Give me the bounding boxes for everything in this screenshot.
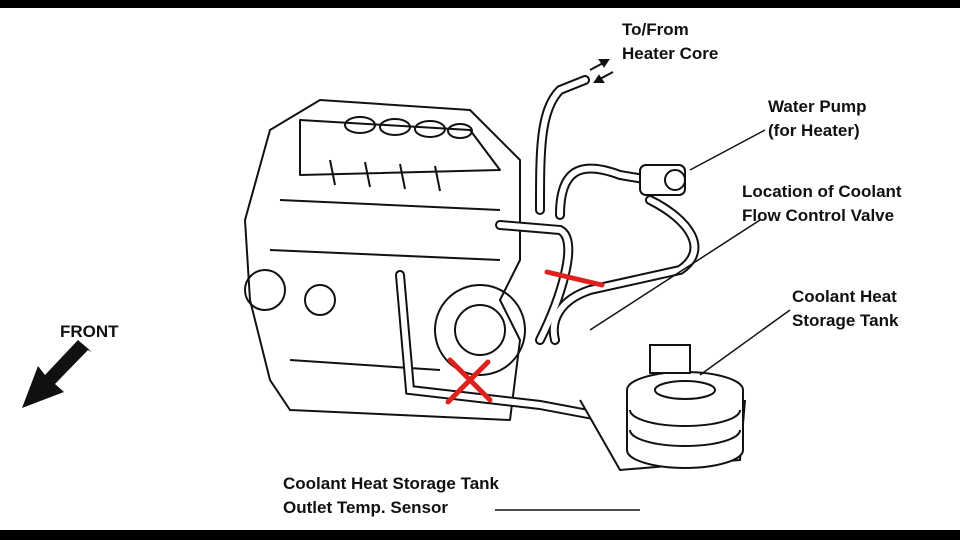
engine-block: [244, 99, 526, 421]
label-line: (for Heater): [768, 121, 860, 140]
diagram-paper: [0, 8, 960, 530]
valve-location-mark: [544, 269, 605, 288]
label-line: Heater Core: [622, 44, 719, 63]
label-line: Location of Coolant: [742, 182, 902, 201]
label-outlet-sensor: Coolant Heat Storage Tank Outlet Temp. S…: [283, 472, 499, 520]
label-line: Water Pump: [768, 97, 867, 116]
x-mark: [445, 357, 493, 405]
label-line: Coolant Heat: [792, 287, 897, 306]
label-heater-core: To/From Heater Core: [622, 18, 718, 66]
label-line: Storage Tank: [792, 311, 899, 330]
label-storage-tank: Coolant Heat Storage Tank: [792, 285, 898, 333]
label-valve-location: Location of Coolant Flow Control Valve: [742, 180, 902, 228]
red-markup: [445, 269, 605, 405]
label-line: To/From: [622, 20, 689, 39]
label-line: Outlet Temp. Sensor: [283, 498, 448, 517]
storage-tank: [579, 344, 746, 472]
flow-arrows-icon: [589, 59, 614, 83]
label-line: Coolant Heat Storage Tank: [283, 474, 499, 493]
label-water-pump: Water Pump (for Heater): [768, 95, 867, 143]
leader-lines: [495, 129, 791, 511]
label-front: FRONT: [60, 322, 119, 341]
front-arrow-icon: [22, 340, 92, 408]
label-line: Flow Control Valve: [742, 206, 895, 225]
water-pump: [639, 164, 686, 196]
